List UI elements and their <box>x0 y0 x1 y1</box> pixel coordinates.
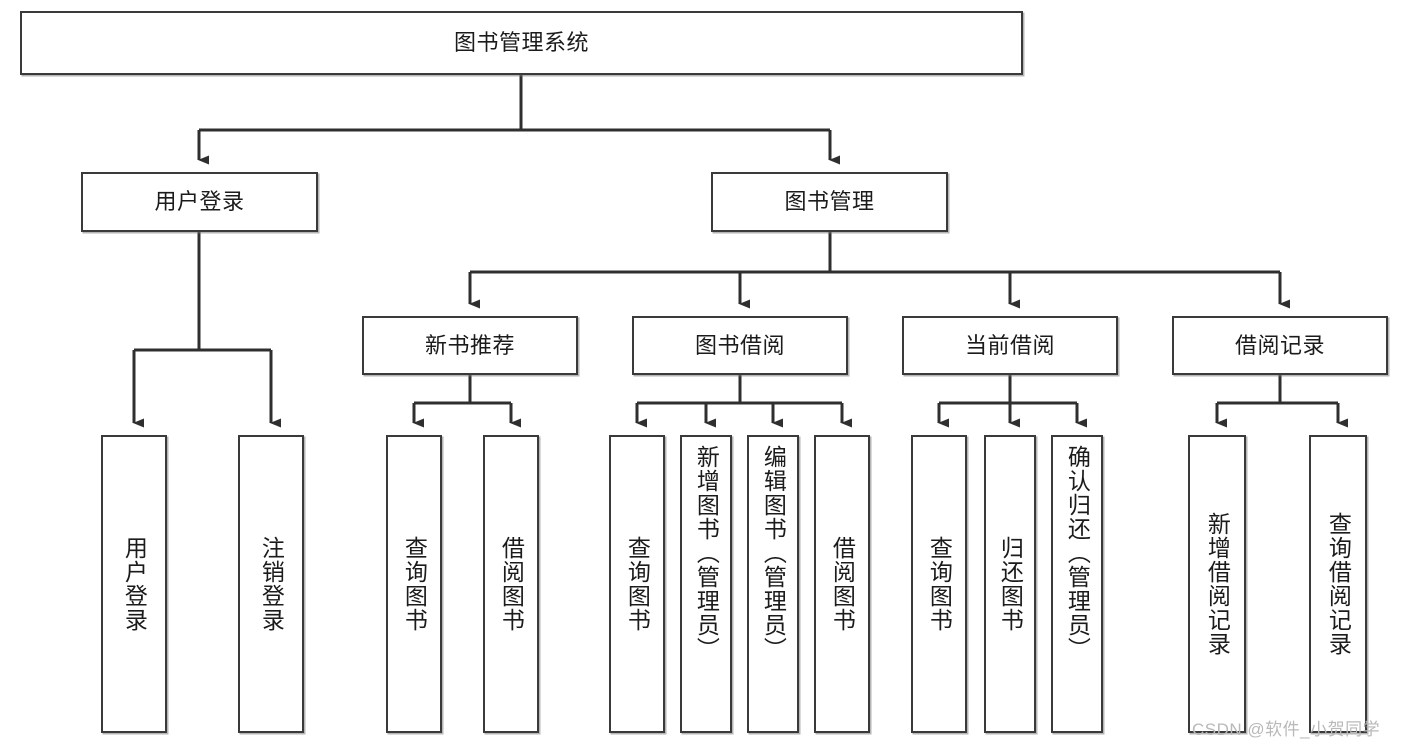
leaf-query-book-2[interactable]: 查询图书 <box>609 435 665 733</box>
leaf-query-book-3-label: 查询图书 <box>926 536 953 632</box>
node-book-borrow[interactable]: 图书借阅 <box>632 316 848 375</box>
node-root-label: 图书管理系统 <box>453 30 589 56</box>
leaf-logout-label: 注销登录 <box>258 536 285 632</box>
node-book-management-label: 图书管理 <box>784 189 875 215</box>
leaf-query-book-2-label: 查询图书 <box>624 536 651 632</box>
leaf-query-book-1[interactable]: 查询图书 <box>386 435 442 733</box>
node-borrow-record-label: 借阅记录 <box>1234 332 1325 358</box>
node-borrow-record[interactable]: 借阅记录 <box>1172 316 1388 375</box>
leaf-add-book-admin-label: 新增图书（管理员） <box>693 445 720 661</box>
leaf-borrow-book-2[interactable]: 借阅图书 <box>814 435 870 733</box>
node-current-borrow-label: 当前借阅 <box>964 332 1055 358</box>
leaf-query-borrow-record[interactable]: 查询借阅记录 <box>1309 435 1367 733</box>
leaf-user-login[interactable]: 用户登录 <box>101 435 167 733</box>
leaf-return-book-label: 归还图书 <box>997 536 1024 632</box>
node-book-borrow-label: 图书借阅 <box>694 332 785 358</box>
leaf-logout[interactable]: 注销登录 <box>238 435 304 733</box>
node-new-book-recommendation[interactable]: 新书推荐 <box>362 316 578 375</box>
leaf-add-borrow-record-label: 新增借阅记录 <box>1204 512 1231 656</box>
leaf-query-book-1-label: 查询图书 <box>401 536 428 632</box>
leaf-query-book-3[interactable]: 查询图书 <box>911 435 967 733</box>
leaf-add-book-admin[interactable]: 新增图书（管理员） <box>680 435 732 733</box>
csdn-watermark: CSDN @软件_小贺同学 <box>1192 720 1381 739</box>
leaf-confirm-return[interactable]: 确认归还（管理员） <box>1051 435 1103 733</box>
node-user-login-label: 用户登录 <box>154 189 245 215</box>
leaf-edit-book-admin[interactable]: 编辑图书（管理员） <box>747 435 799 733</box>
node-current-borrow[interactable]: 当前借阅 <box>902 316 1118 375</box>
leaf-query-borrow-record-label: 查询借阅记录 <box>1325 512 1352 656</box>
leaf-borrow-book-1[interactable]: 借阅图书 <box>483 435 539 733</box>
leaf-confirm-return-label: 确认归还（管理员） <box>1064 445 1091 661</box>
leaf-add-borrow-record[interactable]: 新增借阅记录 <box>1188 435 1246 733</box>
leaf-return-book[interactable]: 归还图书 <box>984 435 1036 733</box>
leaf-edit-book-admin-label: 编辑图书（管理员） <box>760 445 787 661</box>
leaf-borrow-book-1-label: 借阅图书 <box>498 536 525 632</box>
node-new-book-recommendation-label: 新书推荐 <box>424 332 515 358</box>
leaf-borrow-book-2-label: 借阅图书 <box>829 536 856 632</box>
node-book-management[interactable]: 图书管理 <box>711 172 948 232</box>
leaf-user-login-label: 用户登录 <box>121 536 148 632</box>
node-user-login[interactable]: 用户登录 <box>81 172 318 232</box>
node-root[interactable]: 图书管理系统 <box>20 11 1023 75</box>
